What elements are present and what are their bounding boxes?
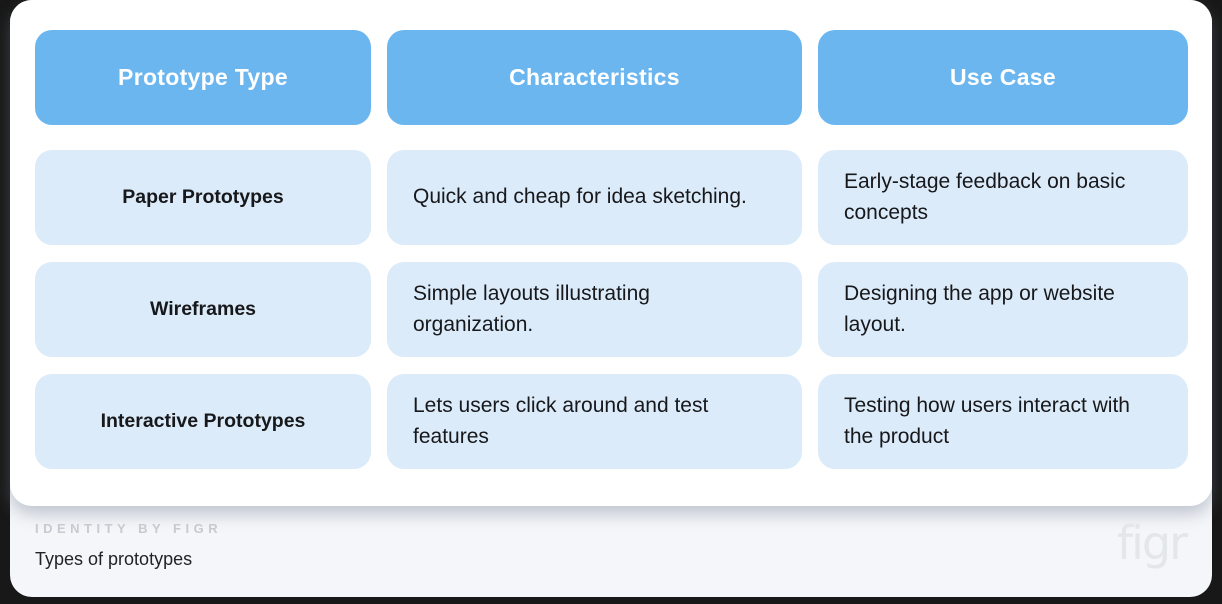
cell-row2-use-case: Designing the app or website layout. [818, 262, 1188, 357]
table-body: Paper Prototypes Quick and cheap for ide… [35, 150, 1188, 469]
table-card: Prototype Type Characteristics Use Case … [10, 0, 1212, 506]
figr-logo: figr [1116, 516, 1188, 570]
column-header-use-case: Use Case [818, 30, 1188, 125]
cell-row1-characteristics: Quick and cheap for idea sketching. [387, 150, 802, 245]
column-header-prototype-type: Prototype Type [35, 30, 371, 125]
footer: IDENTITY BY FIGR Types of prototypes [35, 521, 222, 570]
table-header-row: Prototype Type Characteristics Use Case [35, 30, 1188, 125]
content-frame: Prototype Type Characteristics Use Case … [10, 0, 1212, 597]
cell-row2-type: Wireframes [35, 262, 371, 357]
cell-row2-characteristics: Simple layouts illustrating organization… [387, 262, 802, 357]
cell-row3-characteristics: Lets users click around and test feature… [387, 374, 802, 469]
cell-row1-use-case: Early-stage feedback on basic concepts [818, 150, 1188, 245]
table: Prototype Type Characteristics Use Case … [10, 0, 1212, 469]
column-header-characteristics: Characteristics [387, 30, 802, 125]
cell-row1-type: Paper Prototypes [35, 150, 371, 245]
footer-kicker: IDENTITY BY FIGR [35, 521, 223, 536]
cell-row3-use-case: Testing how users interact with the prod… [818, 374, 1188, 469]
footer-caption: Types of prototypes [35, 549, 193, 569]
cell-row3-type: Interactive Prototypes [35, 374, 371, 469]
